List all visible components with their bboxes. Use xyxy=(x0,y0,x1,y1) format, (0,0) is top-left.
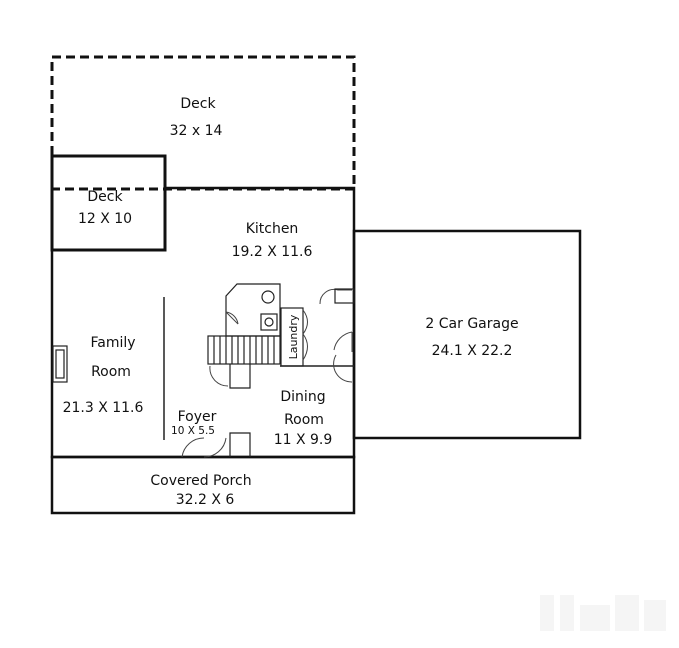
family-name-line1: Family xyxy=(90,335,135,351)
dining-size: 11 X 9.9 xyxy=(274,432,333,448)
deck-small-name: Deck xyxy=(87,189,123,205)
garage-outline xyxy=(352,229,582,440)
kitchen-size: 19.2 X 11.6 xyxy=(232,244,313,260)
deck-large-name: Deck xyxy=(180,96,216,112)
door-swings xyxy=(181,288,355,458)
powder-room xyxy=(225,283,281,337)
dining-name-line2: Room xyxy=(284,412,324,428)
family-name-line2: Room xyxy=(91,364,131,380)
laundry-name: Laundry xyxy=(287,314,300,359)
foyer-closet xyxy=(229,432,251,457)
garage-size: 24.1 X 22.2 xyxy=(432,343,513,359)
foyer-size: 10 X 5.5 xyxy=(171,425,215,437)
deck-small-size: 12 X 10 xyxy=(78,211,132,227)
foyer-name: Foyer xyxy=(178,409,217,425)
stairs xyxy=(207,335,281,365)
porch-outline xyxy=(50,455,356,515)
stair-closet xyxy=(229,364,251,389)
deck-small-outline xyxy=(50,154,167,252)
deck-large-size: 32 x 14 xyxy=(170,123,223,139)
deck-large-outline xyxy=(50,55,356,191)
porch-size: 32.2 X 6 xyxy=(176,492,235,508)
fireplace xyxy=(52,345,68,383)
kitchen-name: Kitchen xyxy=(246,221,299,237)
dining-name-line1: Dining xyxy=(280,389,325,405)
garage-name: 2 Car Garage xyxy=(425,316,518,332)
family-size: 21.3 X 11.6 xyxy=(63,400,144,416)
watermark-mark xyxy=(540,595,666,631)
porch-name: Covered Porch xyxy=(150,473,251,489)
